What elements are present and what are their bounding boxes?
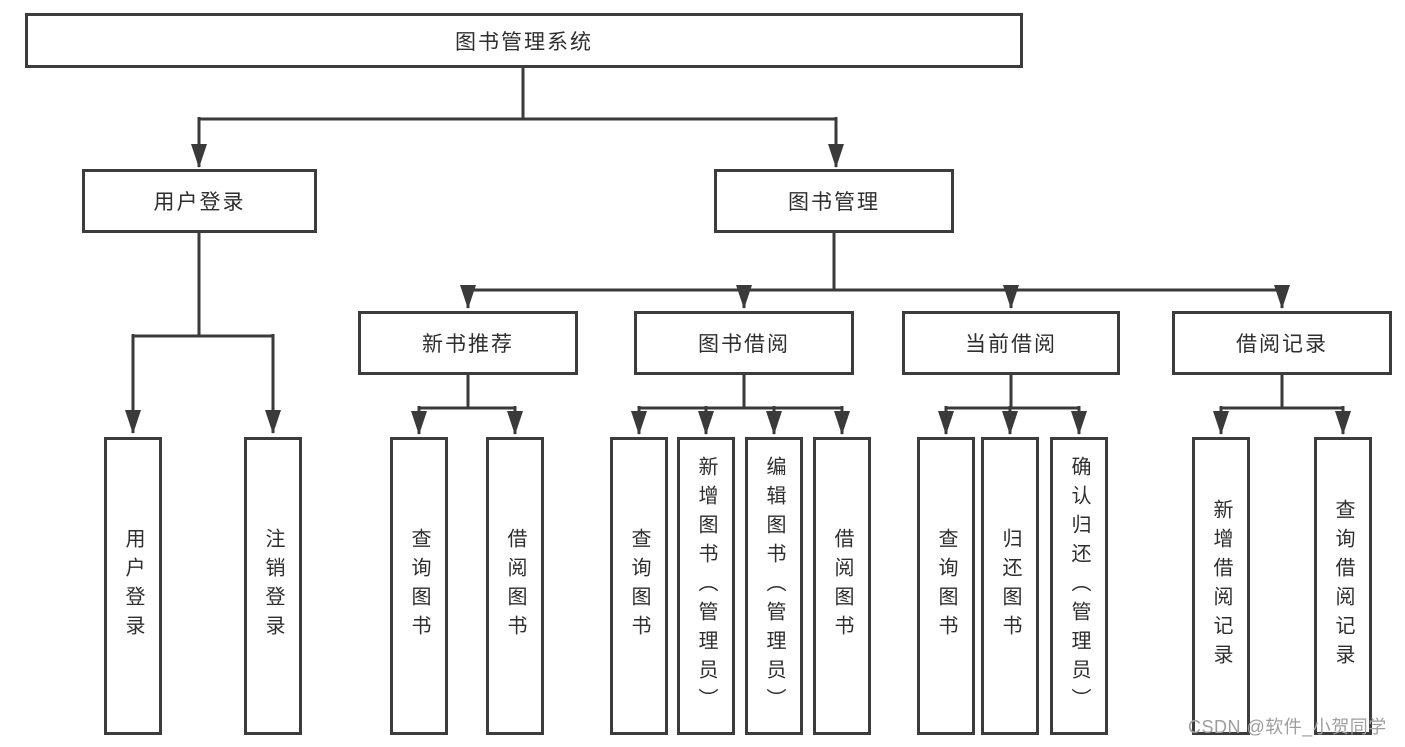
leaf-borrow-books-borrowing: 借阅图书 bbox=[813, 437, 871, 735]
leaf-edit-books-admin: 编辑图书（管理员） bbox=[745, 437, 803, 735]
leaf-user-login: 用户登录 bbox=[104, 437, 162, 735]
leaf-query-books-current: 查询图书 bbox=[917, 437, 975, 735]
leaf-return-books: 归还图书 bbox=[981, 437, 1039, 735]
leaf-query-books-borrowing: 查询图书 bbox=[610, 437, 668, 735]
node-library-system: 图书管理系统 bbox=[25, 13, 1023, 68]
leaf-borrow-books-recommend: 借阅图书 bbox=[486, 437, 544, 735]
watermark: CSDN @软件_小贺同学 bbox=[1188, 717, 1387, 737]
leaf-add-books-admin: 新增图书（管理员） bbox=[677, 437, 735, 735]
leaf-query-books-recommend: 查询图书 bbox=[390, 437, 448, 735]
leaf-query-borrow-record: 查询借阅记录 bbox=[1314, 437, 1372, 735]
node-book-management: 图书管理 bbox=[714, 169, 954, 233]
leaf-logout: 注销登录 bbox=[244, 437, 302, 735]
leaf-add-borrow-record: 新增借阅记录 bbox=[1192, 437, 1250, 735]
node-user-login: 用户登录 bbox=[82, 169, 317, 233]
node-borrowing-records: 借阅记录 bbox=[1172, 311, 1392, 375]
node-new-book-recommend: 新书推荐 bbox=[358, 311, 578, 375]
node-book-borrowing: 图书借阅 bbox=[634, 311, 854, 375]
leaf-confirm-return-admin: 确认归还（管理员） bbox=[1050, 437, 1108, 735]
node-current-borrowing: 当前借阅 bbox=[902, 311, 1120, 375]
